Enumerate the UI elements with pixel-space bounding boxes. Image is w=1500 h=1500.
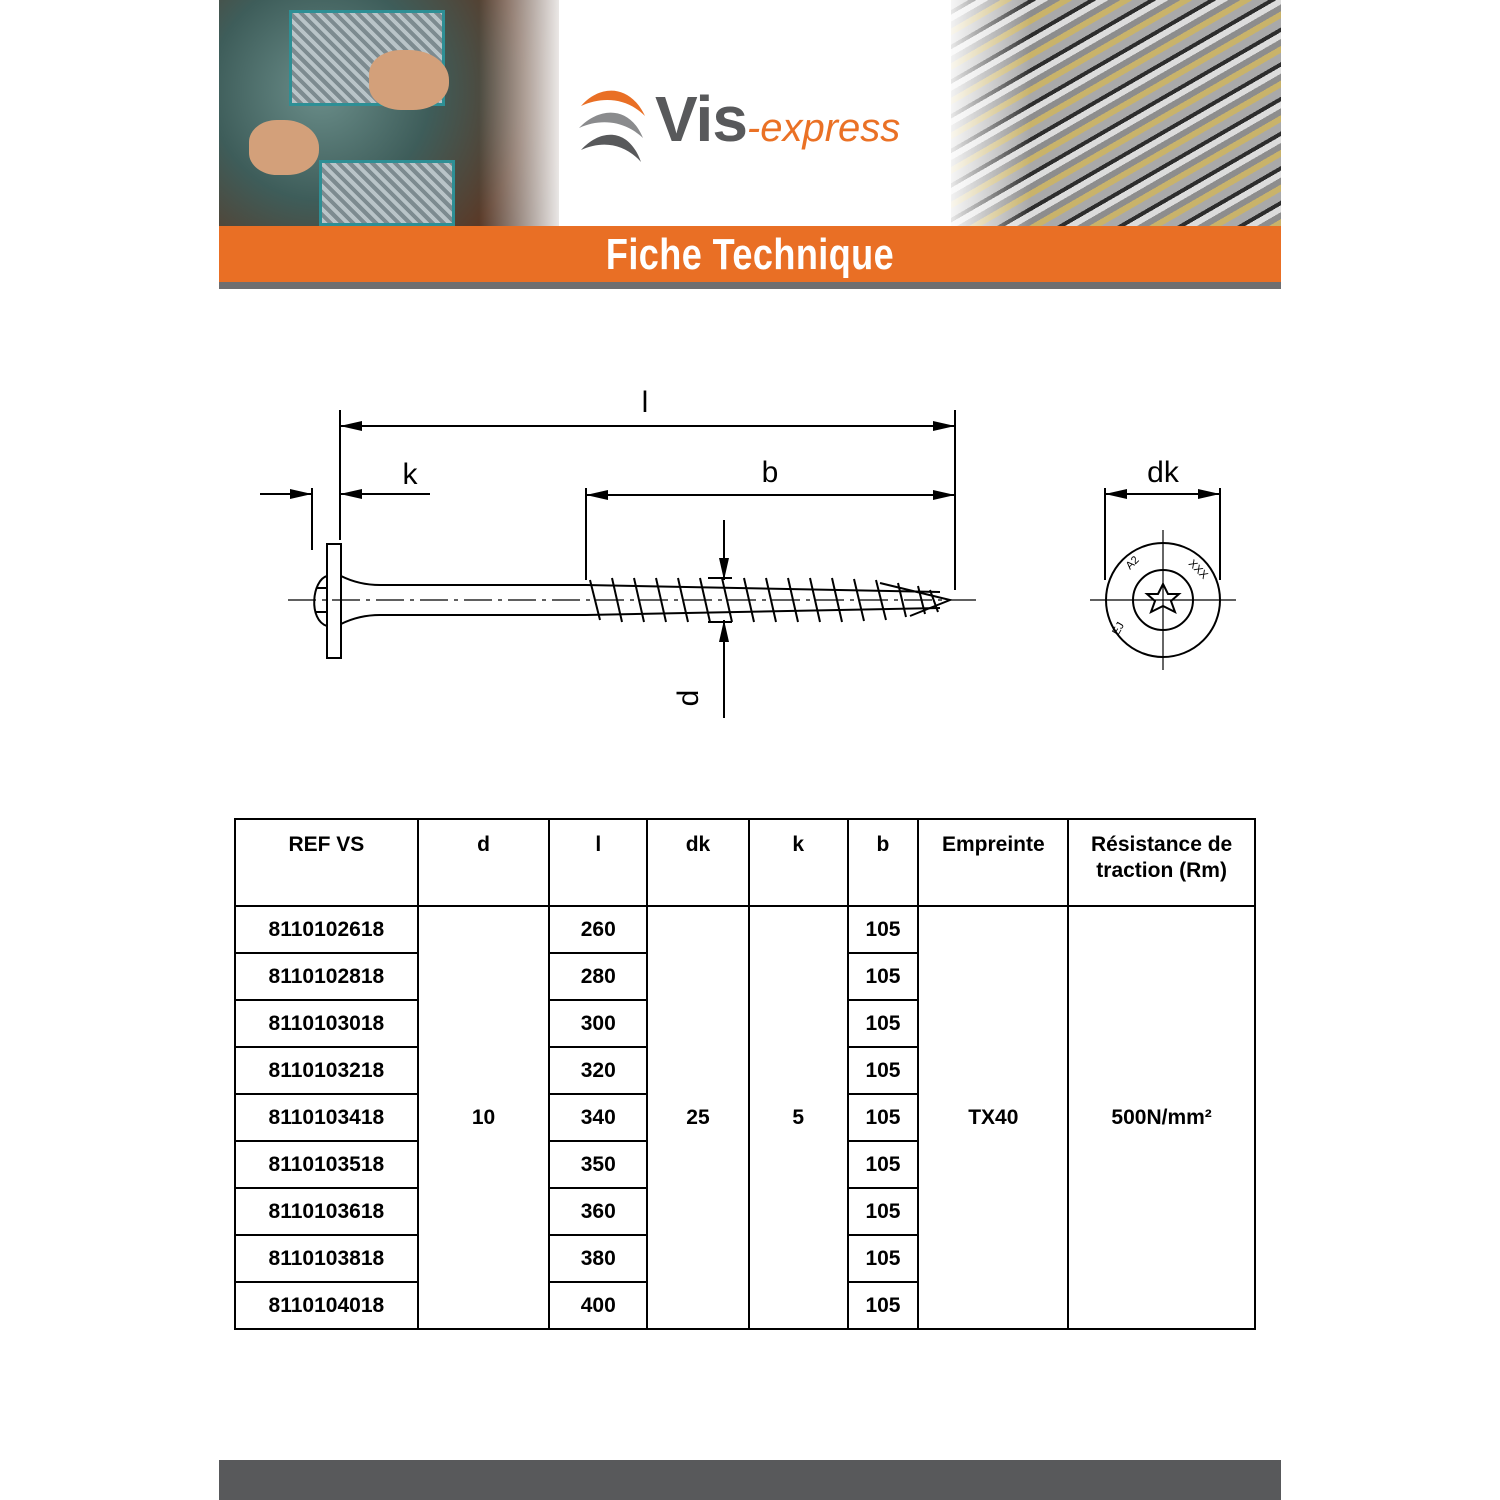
ref-cell: 8110103418 — [234, 1093, 419, 1142]
screw-thread — [585, 577, 954, 623]
b-cell: 105 — [846, 1234, 920, 1283]
page-title: Fiche Technique — [605, 230, 895, 279]
ref-cell: 8110104018 — [234, 1281, 419, 1330]
header-banner: Vis-express Fiche Technique — [219, 0, 1281, 289]
arrow-head — [586, 490, 608, 500]
ref-cell: 8110102818 — [234, 952, 419, 1001]
column-header: k — [747, 818, 849, 907]
screw-shank — [340, 575, 586, 586]
l-cell: 280 — [548, 952, 649, 1001]
table-row: 8110104018 400 105 — [234, 1281, 1255, 1330]
column-header: l — [548, 818, 649, 907]
column-header: Empreinte — [917, 818, 1070, 907]
d-value: 10 — [416, 905, 551, 1330]
l-cell: 340 — [548, 1093, 649, 1142]
table-row: 8110102618 10 260 25 5 105 TX40 500N/mm² — [234, 905, 1256, 1330]
hand — [369, 50, 449, 110]
label-b: b — [762, 456, 779, 489]
screw-head-top-view: dk A2 XXX EJ — [1090, 456, 1236, 670]
table-row: 8110103818 380 105 — [234, 1234, 1255, 1283]
arrow-head — [719, 558, 729, 580]
title-bar: Fiche Technique — [219, 226, 1281, 282]
label-dk: dk — [1147, 456, 1180, 489]
divider — [219, 282, 1281, 289]
arrow-head — [340, 489, 362, 499]
b-cell: 105 — [846, 1140, 920, 1189]
l-cell: 320 — [548, 1046, 649, 1095]
b-cell: 105 — [846, 905, 920, 954]
arrow-head — [340, 421, 362, 431]
arrow-head — [290, 489, 312, 499]
table-row: 8110103218 320 105 — [234, 1046, 1255, 1095]
column-header: dk — [646, 818, 750, 907]
b-cell: 105 — [846, 1281, 920, 1330]
ref-cell: 8110103618 — [234, 1187, 419, 1236]
ref-cell: 8110103018 — [234, 999, 419, 1048]
head-marking: XXX — [1186, 558, 1211, 583]
l-cell: 350 — [548, 1140, 649, 1189]
brand-name: Vis — [655, 83, 748, 155]
column-header: b — [846, 818, 920, 907]
label-k: k — [403, 458, 419, 491]
column-header: REF VS — [234, 818, 419, 907]
label-d: d — [672, 690, 705, 707]
brand-suffix: -express — [746, 106, 901, 150]
table-row: 8110103518 350 105 — [234, 1140, 1255, 1189]
table-row: 8110103018 300 105 — [234, 999, 1255, 1048]
label-l: l — [642, 386, 649, 419]
empreinte-value: TX40 — [917, 905, 1070, 1330]
dk-value: 25 — [646, 905, 750, 1330]
screw-head-dome — [313, 575, 328, 627]
ref-cell: 8110102618 — [234, 905, 419, 954]
l-cell: 300 — [548, 999, 649, 1048]
ref-cell: 8110103218 — [234, 1046, 419, 1095]
ref-cell: 8110103818 — [234, 1234, 419, 1283]
screw-technical-drawing: l k b d dk — [260, 386, 1236, 718]
logo-swoosh-icon — [579, 90, 645, 162]
column-header: d — [416, 818, 551, 907]
b-cell: 105 — [846, 1187, 920, 1236]
ref-cell: 8110103518 — [234, 1140, 419, 1189]
resistance-value: 500N/mm² — [1067, 905, 1256, 1330]
table-row: 8110102818 280 105 — [234, 952, 1255, 1001]
footer-bar — [219, 1460, 1281, 1500]
arrow-head — [933, 490, 955, 500]
table-header-row: REF VS d l dk k b Empreinte Résistance d… — [234, 818, 1256, 907]
k-value: 5 — [747, 905, 849, 1330]
l-cell: 380 — [548, 1234, 649, 1283]
l-cell: 400 — [548, 1281, 649, 1330]
screw-head-washer — [326, 543, 342, 659]
b-cell: 105 — [846, 999, 920, 1048]
arrow-head — [933, 421, 955, 431]
arrow-head — [719, 620, 729, 642]
screw-tray — [319, 160, 455, 226]
l-cell: 360 — [548, 1187, 649, 1236]
vis-express-logo: Vis-express — [575, 76, 935, 176]
head-marking: EJ — [1110, 620, 1127, 637]
b-cell: 105 — [846, 1046, 920, 1095]
specification-table: REF VS d l dk k b Empreinte Résistance d… — [234, 818, 1256, 1330]
hand — [249, 120, 319, 175]
table-row: 8110103418 340 105 — [234, 1093, 1255, 1142]
column-header: Résistance de traction (Rm) — [1067, 818, 1256, 907]
l-cell: 260 — [548, 905, 649, 954]
table-row: 8110103618 360 105 — [234, 1187, 1255, 1236]
b-cell: 105 — [846, 1093, 920, 1142]
b-cell: 105 — [846, 952, 920, 1001]
